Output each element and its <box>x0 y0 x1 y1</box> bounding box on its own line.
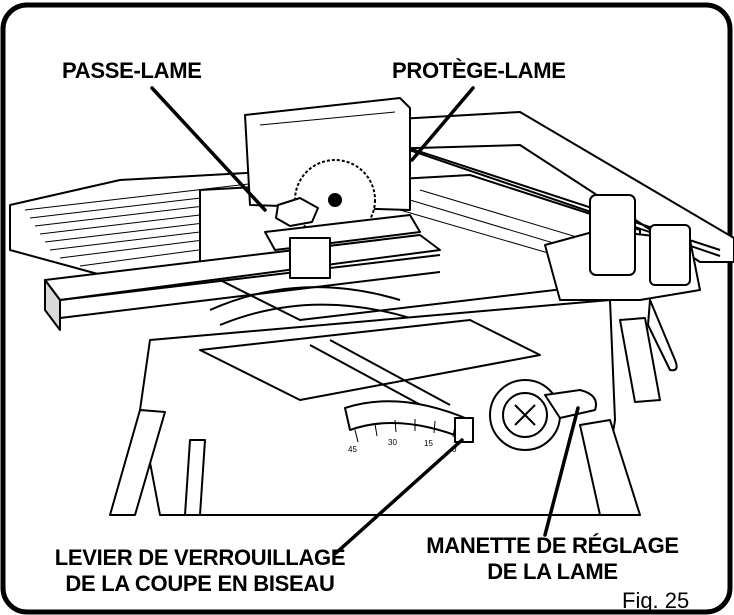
label-blade-adjust-line1: MANETTE DE RÉGLAGE <box>426 533 679 558</box>
left-inner-leg <box>184 439 206 516</box>
leader-lines <box>150 86 580 555</box>
label-protege-lame: PROTÈGE-LAME <box>392 58 566 83</box>
label-bevel-lock-line1: LEVIER DE VERROUILLAGE <box>54 545 346 570</box>
bevel-tick-label: 45 <box>348 445 357 454</box>
right-rear-leg <box>619 317 661 403</box>
saw-drawing <box>9 97 734 516</box>
lock-handle <box>647 299 678 372</box>
leader-manette <box>543 406 580 537</box>
leader-protege-lame <box>410 86 475 162</box>
lower-table <box>199 319 541 401</box>
label-bevel-lock-line2: DE LA COUPE EN BISEAU <box>65 571 335 596</box>
bevel-tick-label: 0 <box>452 445 457 454</box>
leader-passe-lame <box>150 86 267 212</box>
bevel-lock-lever <box>454 417 474 443</box>
miter-gauge-arc <box>209 286 401 311</box>
splitter-knob <box>275 197 319 227</box>
figure-caption: Fig. 25 <box>622 588 690 613</box>
bevel-tick-labels: 45 30 15 0 <box>348 438 457 454</box>
label-blade-adjust-line2: DE LA LAME <box>487 559 618 584</box>
label-blade-adjust-handle: MANETTE DE RÉGLAGE DE LA LAME <box>400 533 705 585</box>
label-bevel-lock-lever: LEVIER DE VERROUILLAGE DE LA COUPE EN BI… <box>0 545 400 597</box>
handwheel-lever <box>544 389 597 419</box>
leader-levier <box>334 438 464 555</box>
front-rail-body <box>44 279 61 331</box>
label-passe-lame: PASSE-LAME <box>62 58 202 83</box>
right-front-leg <box>579 419 641 516</box>
left-front-leg <box>109 409 166 516</box>
bevel-tick-label: 15 <box>424 439 433 448</box>
bevel-tick-label: 30 <box>388 438 397 447</box>
